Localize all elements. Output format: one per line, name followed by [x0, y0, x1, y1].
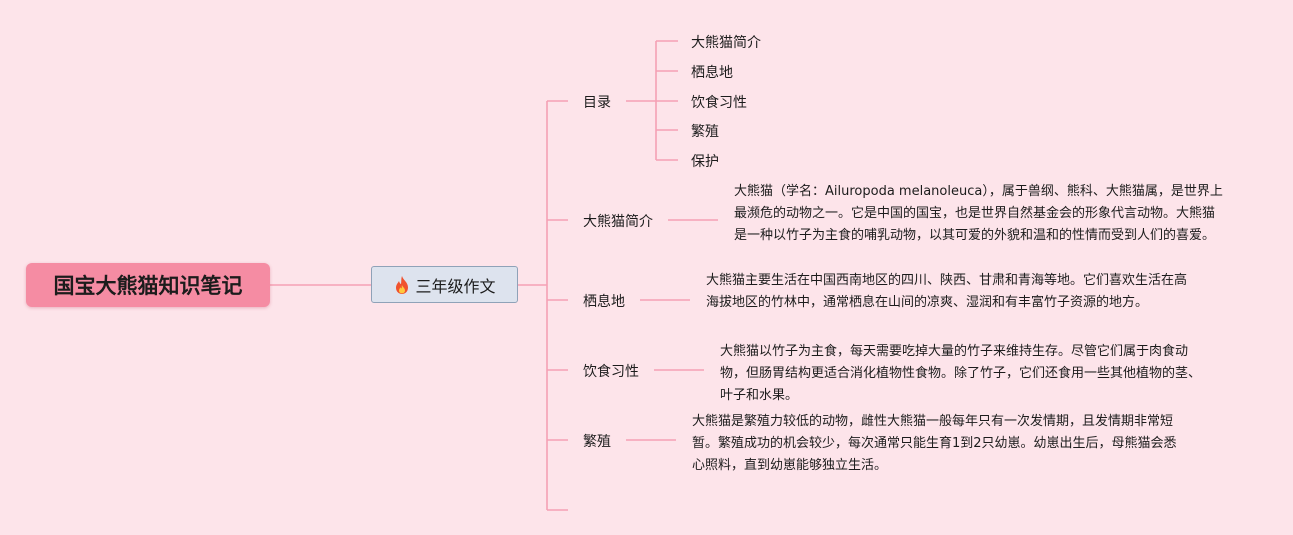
- root-topic[interactable]: 国宝大熊猫知识笔记: [26, 263, 270, 307]
- toc-item[interactable]: 饮食习性: [691, 95, 747, 111]
- root-title: 国宝大熊猫知识笔记: [53, 274, 243, 298]
- branch-breeding[interactable]: 繁殖: [583, 434, 611, 450]
- branch-toc[interactable]: 目录: [583, 95, 611, 111]
- branch-intro[interactable]: 大熊猫简介: [583, 214, 653, 230]
- habitat-description[interactable]: 大熊猫主要生活在中国西南地区的四川、陕西、甘肃和青海等地。它们喜欢生活在高海拔地…: [706, 273, 1188, 310]
- toc-item[interactable]: 大熊猫简介: [691, 35, 761, 51]
- toc-item[interactable]: 繁殖: [691, 124, 719, 140]
- subtopic-node[interactable]: 三年级作文: [371, 266, 518, 303]
- branch-habitat[interactable]: 栖息地: [583, 294, 625, 310]
- toc-item[interactable]: 保护: [691, 154, 719, 170]
- diet-description[interactable]: 大熊猫以竹子为主食，每天需要吃掉大量的竹子来维持生存。尽管它们属于肉食动物，但肠…: [720, 344, 1202, 403]
- fire-icon: [393, 275, 411, 295]
- branch-diet[interactable]: 饮食习性: [583, 364, 639, 380]
- toc-item[interactable]: 栖息地: [691, 65, 733, 81]
- subtopic-label: 三年级作文: [415, 276, 496, 296]
- breeding-description[interactable]: 大熊猫是繁殖力较低的动物，雌性大熊猫一般每年只有一次发情期，且发情期非常短暂。繁…: [692, 414, 1177, 473]
- intro-description[interactable]: 大熊猫（学名：Ailuropoda melanoleuca），属于兽纲、熊科、大…: [734, 184, 1223, 243]
